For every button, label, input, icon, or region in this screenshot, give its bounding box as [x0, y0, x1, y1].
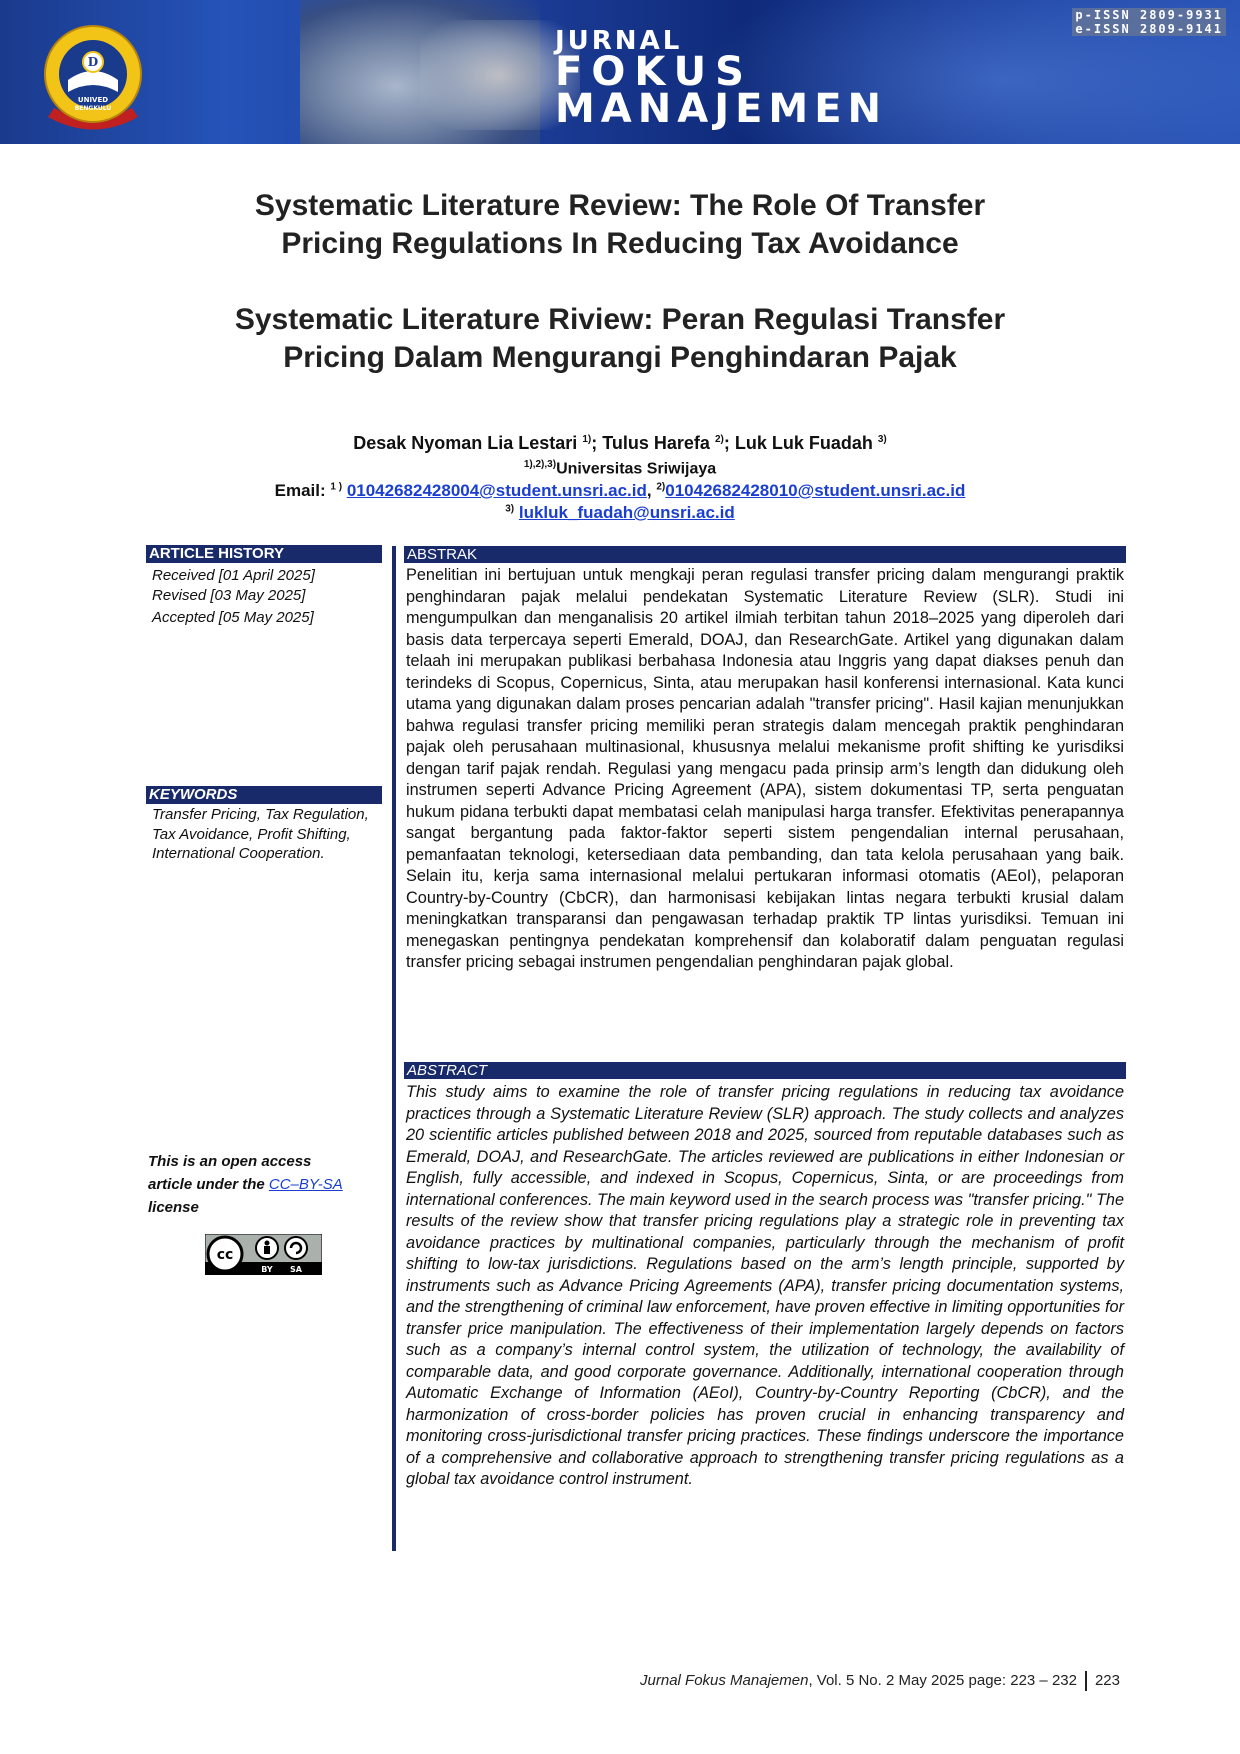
email-line-2: 3) lukluk_fuadah@unsri.ac.id [150, 503, 1090, 523]
page-footer: Jurnal Fokus Manajemen, Vol. 5 No. 2 May… [400, 1671, 1120, 1691]
footer-details: , Vol. 5 No. 2 May 2025 page: 223 – 232 [808, 1671, 1077, 1689]
email-1-link[interactable]: 01042682428004@student.unsri.ac.id [346, 481, 647, 500]
email-2-sup: 2) [656, 481, 666, 493]
email-3-link[interactable]: lukluk_fuadah@unsri.ac.id [518, 503, 735, 522]
author-list: Desak Nyoman Lia Lestari 1); Tulus Haref… [150, 433, 1090, 454]
title-indonesian: Systematic Literature Riview: Peran Regu… [150, 301, 1090, 377]
author-3-sup: 3) [877, 434, 887, 445]
svg-text:cc: cc [217, 1247, 234, 1263]
article-history-heading: ARTICLE HISTORY [146, 545, 382, 563]
cc-by-sa-badge[interactable]: cc BY SA [205, 1234, 322, 1275]
logo-text-city: BENGKULU [75, 105, 112, 112]
journal-name-line1: JURNAL [555, 26, 683, 56]
journal-name-line2: FOKUS [555, 49, 753, 95]
journal-name-line3: MANAJEMEN [555, 86, 888, 132]
author-1-sup: 1) [582, 434, 592, 445]
page-number: 223 [1094, 1671, 1120, 1689]
title-english: Systematic Literature Review: The Role O… [150, 187, 1090, 263]
eissn: e-ISSN 2809-9141 [1072, 22, 1226, 36]
svg-text:SA: SA [290, 1265, 303, 1274]
email-line: Email: 1 ) 01042682428004@student.unsri.… [150, 481, 1090, 501]
author-2: ; Tulus Harefa [591, 433, 710, 453]
svg-text:BY: BY [261, 1265, 273, 1274]
footer-journal: Jurnal Fokus Manajemen [640, 1671, 809, 1689]
footer-divider [1084, 1671, 1087, 1691]
open-access-line1: This is an open access [148, 1153, 312, 1170]
affiliation-name: Universitas Sriwijaya [556, 460, 717, 478]
revised-date: Revised [03 May 2025] [152, 587, 306, 604]
keywords-heading: KEYWORDS [146, 786, 382, 804]
open-access-notice: This is an open access article under the… [148, 1150, 378, 1219]
author-3: ; Luk Luk Fuadah [723, 433, 873, 453]
abstract-text: This study aims to examine the role of t… [406, 1083, 1124, 1488]
banner-photo-hands [420, 20, 580, 130]
pissn: p-ISSN 2809-9931 [1072, 8, 1226, 22]
email-label: Email: [274, 481, 326, 500]
logo-text-mid: UNIVED [78, 96, 108, 104]
license-link[interactable]: CC–BY-SA [268, 1176, 343, 1193]
email-1-sup: 1 ) [330, 481, 343, 493]
title-english-line1: Systematic Literature Review: The Role O… [254, 189, 986, 222]
received-date: Received [01 April 2025] [152, 567, 315, 584]
abstrak-text: Penelitian ini bertujuan untuk mengkaji … [406, 566, 1124, 971]
accepted-date: Accepted [05 May 2025] [152, 609, 314, 626]
email-2-link[interactable]: 01042682428010@student.unsri.ac.id [665, 481, 966, 500]
keywords-text: Transfer Pricing, Tax Regulation, Tax Av… [152, 806, 369, 862]
issn-block: p-ISSN 2809-9931 e-ISSN 2809-9141 [1072, 8, 1226, 36]
article-history: Received [01 April 2025] Revised [03 May… [152, 566, 315, 628]
abstrak-heading: ABSTRAK [404, 546, 1126, 563]
author-1: Desak Nyoman Lia Lestari [353, 433, 578, 453]
open-access-line3: license [148, 1199, 199, 1216]
title-english-line2: Pricing Regulations In Reducing Tax Avoi… [281, 227, 959, 260]
svg-text:D: D [88, 55, 98, 69]
author-2-sup: 2) [714, 434, 724, 445]
email-separator: , [646, 481, 652, 500]
affiliation: 1),2),3)Universitas Sriwijaya [150, 459, 1090, 478]
title-indonesian-line2: Pricing Dalam Mengurangi Penghindaran Pa… [283, 341, 957, 374]
email-3-sup: 3) [505, 503, 515, 515]
open-access-line2: article under the CC–BY-SA [148, 1173, 378, 1196]
abstract-heading: ABSTRACT [404, 1062, 1126, 1079]
open-access-prefix: article under the [148, 1176, 269, 1193]
journal-banner: D UNIVED BENGKULU JURNAL FOKUS MANAJEMEN… [0, 0, 1240, 144]
university-logo: D UNIVED BENGKULU [44, 25, 142, 130]
column-divider [392, 546, 396, 1551]
title-indonesian-line1: Systematic Literature Riview: Peran Regu… [234, 303, 1006, 336]
affiliation-sup: 1),2),3) [523, 459, 557, 470]
